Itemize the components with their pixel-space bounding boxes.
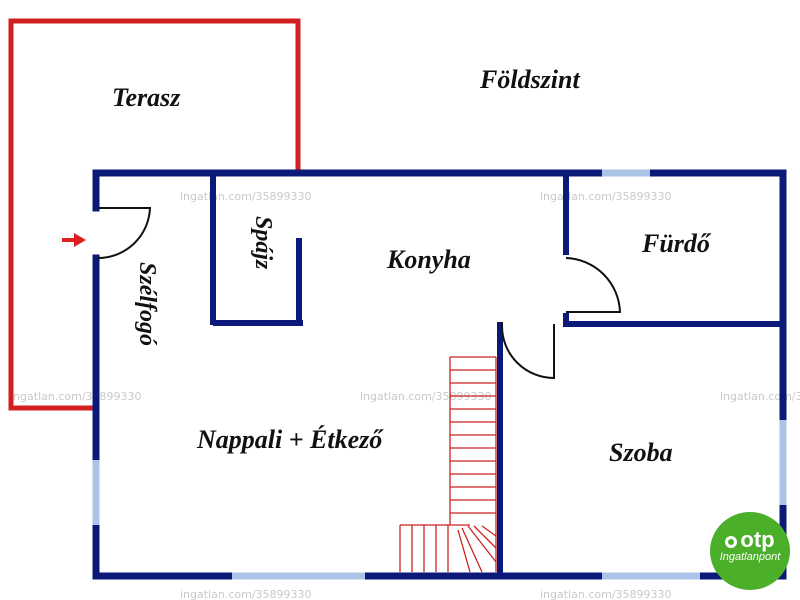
watermark: ingatlan.com/35899330 — [360, 390, 492, 403]
watermark: ingatlan.com/35899330 — [180, 588, 312, 600]
vestibule-label: Szélfogó — [134, 262, 160, 346]
terrace-label: Terasz — [112, 83, 181, 112]
interior-walls — [210, 173, 783, 576]
terrace-outline — [8, 18, 301, 411]
watermark: ingatlan.com/35899330 — [540, 588, 672, 600]
logo-brand: otp — [740, 527, 775, 552]
pantry-label: Spájz — [250, 216, 276, 270]
windows — [92, 169, 787, 580]
logo-sub: Ingatlanpont — [719, 551, 781, 563]
watermark: ingatlan.com/35899330 — [10, 390, 142, 403]
watermark: ingatlan.com/35899330 — [180, 190, 312, 203]
entrance-door — [97, 207, 152, 259]
room-door — [501, 322, 555, 380]
watermark: ingatlan.com/35899330 — [720, 390, 800, 403]
entrance-arrow-icon — [62, 233, 86, 247]
bathroom-label: Fürdő — [641, 229, 712, 258]
bathroom-door — [565, 257, 622, 313]
room-label: Szoba — [609, 438, 673, 467]
otp-mark-icon — [725, 536, 738, 548]
kitchen-label: Konyha — [386, 245, 471, 274]
doors — [97, 207, 622, 380]
living-dining-label: Nappali + Étkező — [196, 425, 384, 454]
floor-title: Földszint — [479, 65, 580, 94]
staircase — [399, 356, 497, 573]
watermark: ingatlan.com/35899330 — [540, 190, 672, 203]
otp-logo: otp Ingatlanpont — [710, 512, 790, 590]
